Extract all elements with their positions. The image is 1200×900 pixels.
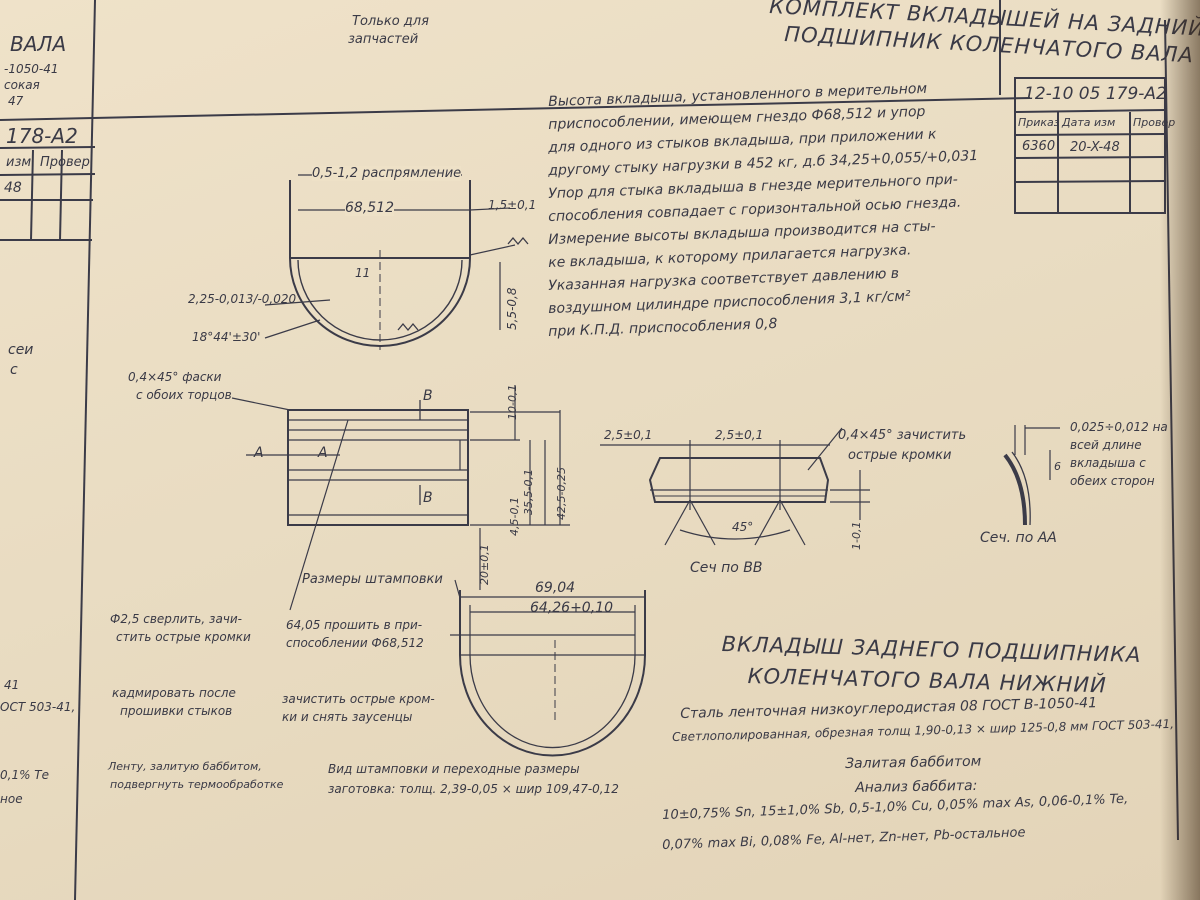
left-strip-doc-number: 178-А2 bbox=[6, 124, 78, 148]
spare-parts-note-line-2: запчастей bbox=[348, 32, 419, 47]
dim-bb-thickness: 1-0,1 bbox=[850, 521, 863, 550]
page-edge-shadow bbox=[1160, 0, 1200, 900]
left-strip-text-10: ное bbox=[0, 792, 23, 806]
dim-groove-depth: 10-0,1 bbox=[506, 384, 519, 420]
stamping-label: Размеры штамповки bbox=[302, 572, 443, 587]
cadmium-note-line-2: прошивки стыков bbox=[120, 704, 233, 718]
left-strip-header-izm: изм bbox=[6, 155, 32, 170]
dim-inner-width: 35,5-0,1 bbox=[522, 469, 535, 515]
stamp-order-value: 6360 bbox=[1022, 139, 1056, 154]
left-strip-text-3: сокая bbox=[4, 78, 40, 92]
dim-stamping-outer: 69,04 bbox=[535, 580, 576, 596]
section-aa-note-line-3: вкладыша с bbox=[1070, 456, 1146, 470]
side-view-drawing bbox=[231, 385, 570, 611]
broach-note-line-2: способлении Ф68,512 bbox=[286, 636, 424, 650]
frame-line-header bbox=[0, 97, 1031, 121]
broach-note-line-1: 64,05 прошить в при- bbox=[286, 618, 423, 632]
hole-note-line-2: стить острые кромки bbox=[116, 630, 251, 644]
section-aa-drawing bbox=[1003, 425, 1060, 526]
dim-hole-position: 20±0,1 bbox=[478, 544, 491, 585]
stamp-header-order: Приказ bbox=[1018, 116, 1060, 129]
spare-parts-note-line-1: Только для bbox=[352, 14, 429, 29]
stamp-header-date: Дата изм bbox=[1062, 116, 1116, 129]
stamp-doc-number: 12-10 05 179-А2 bbox=[1024, 84, 1167, 104]
chamfer-note-line-2: с обоих торцов bbox=[136, 388, 232, 402]
left-strip-header-prover: Провер bbox=[40, 155, 90, 170]
babbitt-note-line-2: подвергнуть термообработке bbox=[110, 778, 284, 791]
section-mark-b-top: В bbox=[423, 388, 433, 404]
dim-eleven: 11 bbox=[355, 266, 371, 280]
dim-bb-center: 2,5±0,1 bbox=[715, 428, 764, 442]
dim-straightening: 0,5-1,2 распрямление bbox=[312, 166, 462, 181]
dim-height: 5,5-0,8 bbox=[505, 287, 519, 331]
section-bb-drawing bbox=[600, 427, 870, 546]
left-strip-text-1: ВАЛА bbox=[10, 32, 67, 56]
stamp-date-value: 20-X-48 bbox=[1070, 140, 1120, 155]
stamping-arc-outer bbox=[459, 654, 646, 757]
frame-line-left bbox=[74, 0, 96, 900]
hole-note-line-1: Ф2,5 сверлить, зачи- bbox=[110, 612, 243, 626]
section-bb-note-line-2: острые кромки bbox=[848, 448, 952, 463]
material-line-4: Анализ баббита: bbox=[855, 777, 978, 796]
material-line-3: Залитая баббитом bbox=[845, 753, 982, 772]
left-strip-text-5: сеи bbox=[8, 342, 34, 358]
deburr-note-line-1: зачистить острые кром- bbox=[282, 692, 435, 706]
left-strip-text-6: с bbox=[10, 362, 18, 378]
section-aa-label: Сеч. по АА bbox=[980, 530, 1057, 546]
section-mark-b-bottom: В bbox=[423, 490, 433, 506]
cadmium-note-line-1: кадмировать после bbox=[112, 686, 236, 700]
left-strip-text-4: 47 bbox=[8, 94, 24, 108]
section-bb-label: Сеч по ВВ bbox=[690, 560, 763, 576]
section-aa-note-line-1: 0,025÷0,012 на bbox=[1070, 420, 1168, 434]
stamping-caption-line-2: заготовка: толщ. 2,39-0,05 × шир 109,47-… bbox=[328, 782, 619, 796]
left-strip-text-8: ОСТ 503-41, bbox=[0, 700, 76, 714]
dim-aa-thickness: 6 bbox=[1054, 460, 1061, 473]
chamfer-note-line-1: 0,4×45° фаски bbox=[128, 370, 222, 384]
deburr-note-line-2: ки и снять заусенцы bbox=[282, 710, 413, 724]
section-bb-note-line-1: 0,4×45° зачистить bbox=[838, 428, 967, 443]
section-mark-a-right: А bbox=[318, 445, 328, 461]
dim-wall-thickness: 2,25-0,013/-0,020 bbox=[188, 292, 297, 306]
section-aa-note-line-4: обеих сторон bbox=[1070, 474, 1155, 488]
left-strip-text-2: -1050-41 bbox=[4, 62, 59, 76]
dim-bb-angle: 45° bbox=[732, 520, 754, 534]
dim-angle: 18°44'±30' bbox=[192, 330, 261, 344]
stamping-caption-line-1: Вид штамповки и переходные размеры bbox=[328, 762, 580, 776]
stamping-view-drawing bbox=[450, 579, 646, 757]
dim-bore-diameter: 68,512 bbox=[345, 200, 394, 216]
dim-total-width: 42,5-0,25 bbox=[555, 467, 568, 520]
section-mark-a-left: А bbox=[254, 445, 264, 461]
dim-groove-width: 4,5-0,1 bbox=[508, 497, 521, 536]
dim-bb-left: 2,5±0,1 bbox=[604, 428, 653, 442]
left-strip-text-7: 41 bbox=[4, 678, 20, 692]
section-aa-note-line-2: всей длине bbox=[1070, 438, 1142, 452]
left-strip-date: 48 bbox=[4, 180, 22, 196]
dim-stamping-inner: 64,26+0,10 bbox=[530, 600, 613, 616]
bearing-side-body bbox=[287, 409, 469, 526]
dim-flange: 1,5±0,1 bbox=[488, 198, 537, 212]
babbitt-note-line-1: Ленту, залитую баббитом, bbox=[108, 760, 262, 773]
section-bb-profile bbox=[648, 457, 830, 503]
left-strip-text-9: 0,1% Те bbox=[0, 768, 50, 782]
